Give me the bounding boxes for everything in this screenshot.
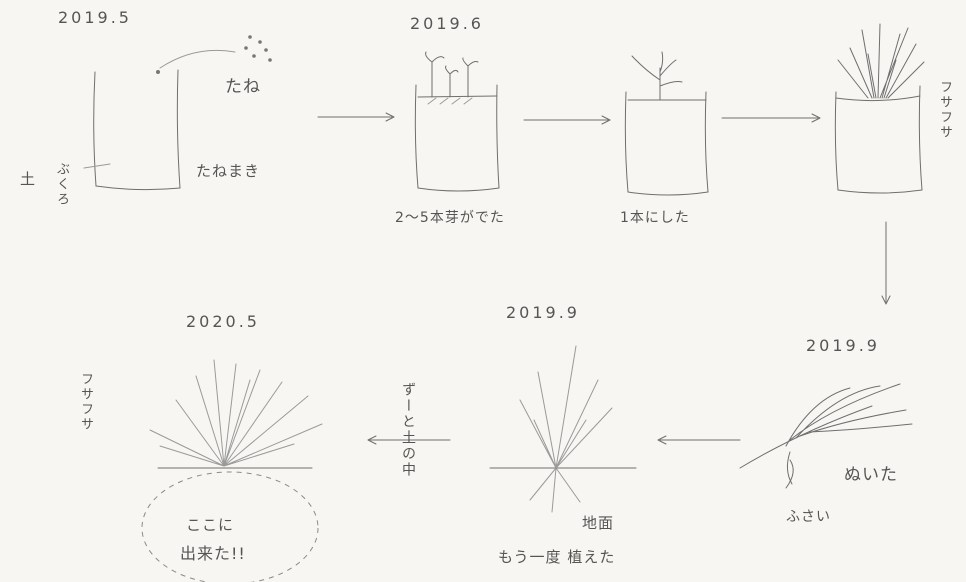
step-result-date: 2020.5	[186, 312, 260, 331]
result-fluffy-label: フサフサ	[78, 372, 93, 432]
arrow-3	[721, 113, 821, 123]
seed-dots	[244, 35, 272, 62]
soil-bag	[83, 49, 236, 191]
replant-caption: もう一度 植えた	[498, 548, 616, 566]
thin-caption: 1本にした	[620, 210, 690, 226]
sprout-pot	[414, 84, 500, 192]
made-label: 出来た!!	[180, 544, 246, 563]
step-sow-date: 2019.5	[58, 8, 132, 27]
arrow-1	[317, 112, 395, 122]
sprout-caption: 2〜5本芽がでた	[395, 210, 505, 226]
arrow-5	[367, 435, 451, 445]
sprouts	[425, 51, 479, 98]
ground-label: 地面	[582, 514, 615, 532]
arrow-down	[881, 221, 891, 305]
fluffy-pot	[834, 23, 925, 194]
grown-plant	[141, 359, 323, 582]
step-sprout-date: 2019.6	[410, 14, 484, 33]
soil-label: 土	[20, 170, 37, 188]
pulled-label: ぬいた	[844, 465, 898, 485]
step-replant-date: 2019.9	[506, 303, 580, 322]
seed-label: たね	[225, 77, 261, 97]
arrow-2	[523, 115, 611, 125]
bag-label: ぶくろ	[54, 162, 69, 207]
pulled-plant	[739, 383, 913, 489]
sowing-label: たねまき	[196, 162, 261, 180]
underground-note: ずーと土の中	[400, 382, 416, 478]
replanted-plant	[489, 345, 637, 513]
step-pulled-date: 2019.9	[806, 336, 880, 355]
small-label: ふさい	[786, 509, 831, 525]
fluffy-side-label: フサフサ	[937, 80, 952, 140]
single-plant-pot	[624, 51, 709, 196]
arrow-4	[657, 435, 741, 445]
here-label: ここに	[186, 516, 235, 534]
